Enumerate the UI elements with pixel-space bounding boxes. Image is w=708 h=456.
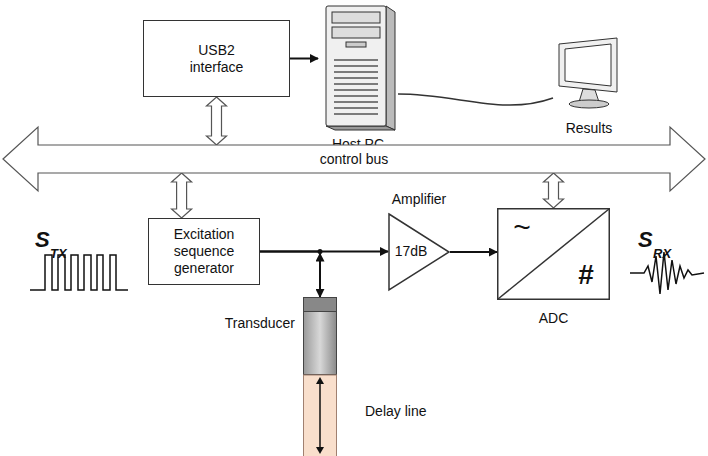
connector (172, 173, 192, 218)
results-monitor: Results (553, 38, 625, 110)
signal-subscript: TX (50, 246, 67, 261)
signal-name: S (35, 228, 50, 252)
delay-icon (303, 375, 337, 456)
node-label: USB2 interface (175, 42, 259, 76)
connector (260, 249, 323, 297)
mon-icon (553, 38, 625, 110)
transducer: Transducer (303, 297, 337, 375)
node-label: Transducer (225, 315, 295, 332)
trans-icon (303, 297, 337, 375)
connector (207, 97, 227, 145)
node-label: Results (533, 120, 645, 137)
interface-box: USB2 interface (143, 20, 290, 97)
signal-name: S (638, 228, 653, 252)
connector (450, 252, 497, 253)
tx-waveform (30, 255, 128, 290)
generator-box: Excitation sequence generator (148, 218, 260, 285)
node-label: Amplifier (368, 191, 470, 208)
amplifier-triangle: Amplifier17dB (388, 213, 450, 291)
signal-subscript: RX (653, 246, 671, 261)
node-label: ~ (507, 210, 537, 244)
host-pc: Host PC (318, 2, 398, 132)
connector (544, 173, 564, 208)
connector (260, 251, 388, 252)
node-label: ADC (517, 310, 590, 327)
node-label: control bus (316, 151, 392, 168)
connector (398, 94, 553, 105)
pc-icon (318, 2, 398, 132)
node-label: Delay line (365, 403, 426, 420)
node-label: 17dB (392, 243, 430, 260)
delay-line: Delay line (303, 375, 337, 456)
adc-box: ~#ADC (497, 208, 610, 300)
control-bus: control bus (0, 145, 708, 173)
node-label: Excitation sequence generator (154, 226, 254, 277)
connector (290, 58, 318, 59)
node-label: # (571, 258, 601, 292)
